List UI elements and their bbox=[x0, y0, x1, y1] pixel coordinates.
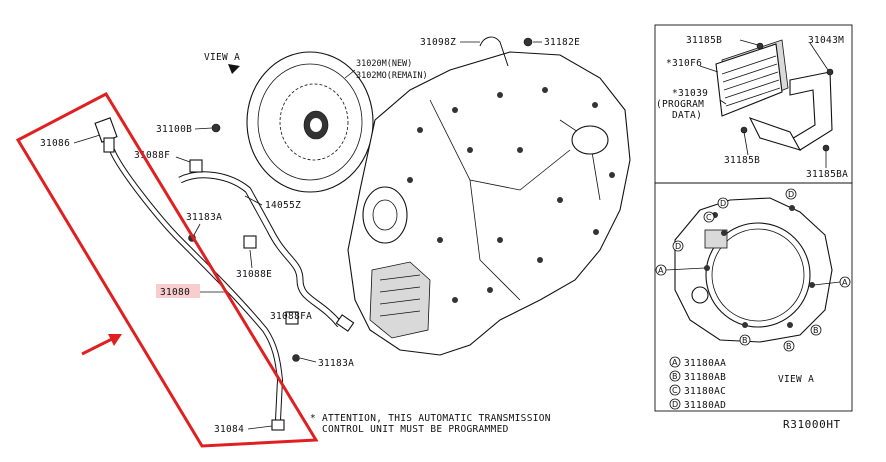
view-marker-c: C bbox=[703, 211, 715, 223]
view-a-panel: A A C D D D B B bbox=[654, 182, 853, 412]
label-31020M: 31020M(NEW) bbox=[356, 59, 412, 69]
label-31098Z: 31098Z bbox=[420, 37, 456, 48]
label-31088F: 31088F bbox=[134, 150, 170, 161]
svg-text:B: B bbox=[813, 326, 819, 335]
svg-text:D: D bbox=[720, 199, 726, 208]
highlight-arrow bbox=[81, 334, 122, 356]
label-31043M: 31043M bbox=[808, 35, 844, 46]
attention-line-1: * ATTENTION, THIS AUTOMATIC TRANSMISSION bbox=[310, 413, 551, 424]
view-marker-b-3: B bbox=[810, 324, 822, 336]
legend-b: B 31180AB bbox=[669, 370, 726, 383]
label-31185B-bottom: 31185B bbox=[724, 155, 760, 166]
view-a-text: VIEW A bbox=[204, 52, 240, 63]
clip-31088F bbox=[189, 159, 203, 173]
view-marker-d-top: D bbox=[717, 197, 729, 209]
svg-text:D: D bbox=[788, 190, 794, 199]
svg-text:C: C bbox=[706, 213, 712, 222]
diagram-reference: R31000HT bbox=[783, 418, 841, 431]
svg-text:D: D bbox=[672, 400, 678, 409]
label-31084: 31084 bbox=[214, 424, 244, 435]
svg-text:31180AB: 31180AB bbox=[684, 372, 726, 383]
label-3102MO: 3102MO(REMAIN) bbox=[356, 71, 428, 81]
tcu-module-drawing bbox=[715, 39, 834, 152]
svg-text:D: D bbox=[675, 242, 681, 251]
view-marker-b-2: B bbox=[783, 340, 795, 352]
label-310F6: *310F6 bbox=[666, 58, 702, 69]
view-marker-b-1: B bbox=[739, 334, 751, 346]
label-31039: *31039 bbox=[672, 88, 708, 99]
label-31088E: 31088E bbox=[236, 269, 272, 280]
label-program: (PROGRAM bbox=[656, 99, 704, 110]
tcu-panel: 31185B 31043M *310F6 *31039 (PROGRAM DAT… bbox=[654, 24, 853, 184]
label-31185B-top: 31185B bbox=[686, 35, 722, 46]
label-data: DATA) bbox=[672, 110, 702, 121]
view-a-title: VIEW A bbox=[778, 374, 814, 385]
svg-text:C: C bbox=[672, 386, 678, 395]
view-marker-a-right: A bbox=[813, 276, 851, 288]
label-31183A-bottom: 31183A bbox=[318, 358, 354, 369]
label-31080: 31080 bbox=[160, 287, 190, 298]
highlight-31080: 31080 bbox=[156, 284, 226, 298]
svg-text:B: B bbox=[742, 336, 748, 345]
attention-line-2: CONTROL UNIT MUST BE PROGRAMMED bbox=[322, 424, 509, 435]
svg-text:31180AA: 31180AA bbox=[684, 358, 726, 369]
label-31185BA: 31185BA bbox=[806, 169, 848, 180]
svg-text:B: B bbox=[786, 342, 792, 351]
svg-text:A: A bbox=[658, 266, 664, 275]
highlight-outline bbox=[15, 92, 319, 448]
svg-text:31180AD: 31180AD bbox=[684, 400, 726, 411]
view-marker-d-left: D bbox=[672, 240, 684, 252]
label-31086: 31086 bbox=[40, 138, 70, 149]
transmission-drawing bbox=[347, 51, 631, 356]
clip-31088E bbox=[243, 235, 257, 249]
legend-d: D 31180AD bbox=[669, 398, 726, 411]
view-a-indicator: VIEW A bbox=[204, 52, 240, 74]
svg-text:A: A bbox=[672, 358, 678, 367]
view-marker-a-left: A bbox=[655, 264, 706, 276]
label-31183A-top: 31183A bbox=[186, 212, 222, 223]
label-31100B: 31100B bbox=[156, 124, 192, 135]
svg-text:31180AC: 31180AC bbox=[684, 386, 726, 397]
legend-a: A 31180AA bbox=[669, 356, 726, 369]
label-31088FA: 31088FA bbox=[270, 311, 312, 322]
legend-c: C 31180AC bbox=[669, 384, 726, 397]
torque-converter-drawing bbox=[246, 51, 374, 193]
svg-text:B: B bbox=[672, 372, 678, 381]
clip-31088FA bbox=[285, 311, 299, 325]
svg-text:A: A bbox=[842, 278, 848, 287]
view-marker-d-right: D bbox=[785, 188, 797, 200]
label-14055Z: 14055Z bbox=[265, 200, 301, 211]
label-31182E: 31182E bbox=[544, 37, 580, 48]
